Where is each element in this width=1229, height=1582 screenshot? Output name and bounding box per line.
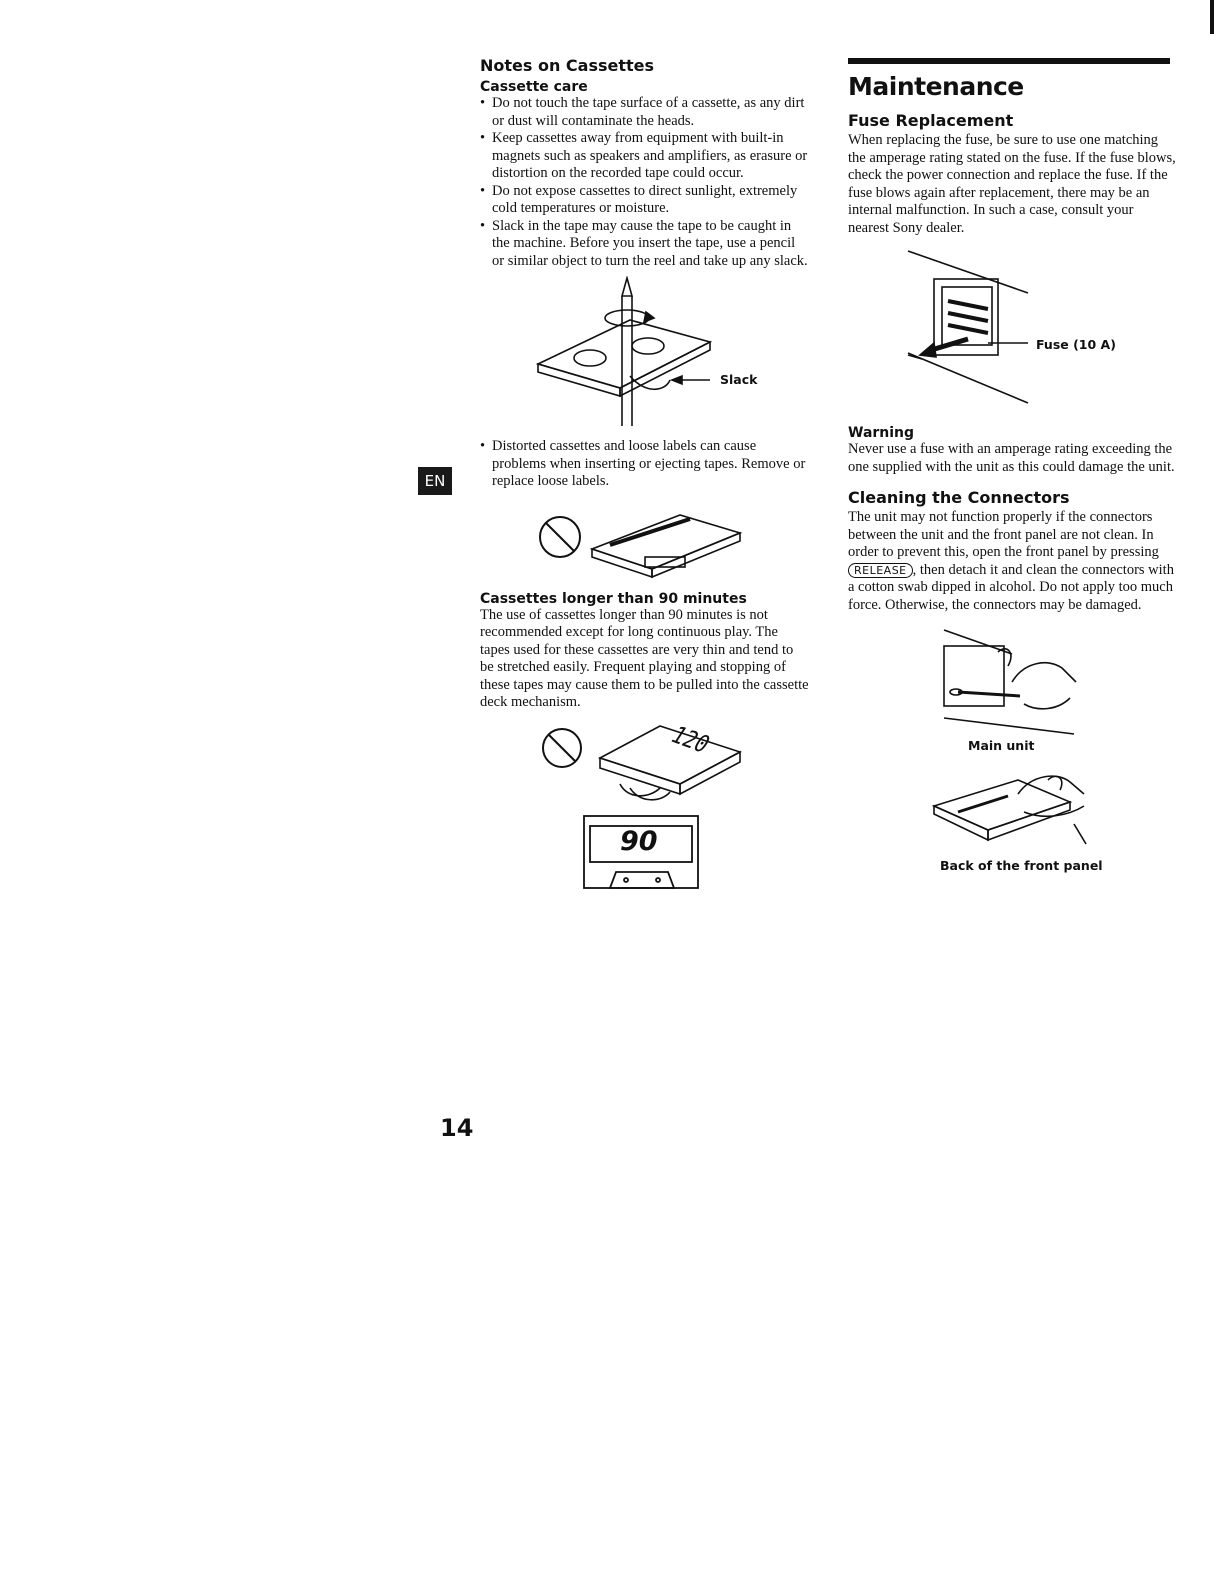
fuse-drawing (907, 250, 1029, 404)
cassette-care-list: Do not touch the tape surface of a casse… (480, 95, 810, 270)
page-number: 14 (440, 1114, 474, 1142)
prohibited-120-cassette (542, 724, 743, 801)
distorted-list: Distorted cassettes and loose labels can… (480, 438, 810, 491)
fuse-text: When replacing the fuse, be sure to use … (848, 132, 1176, 236)
warning-heading: Warning (848, 425, 915, 441)
distorted-bullet: Distorted cassettes and loose labels can… (480, 438, 810, 491)
prohibited-icon (539, 515, 581, 558)
cleaning-text: The unit may not function properly if th… (848, 509, 1178, 614)
tape-90-label: 90 (620, 825, 658, 857)
long-tape-illustration: 120 (480, 718, 810, 806)
front-panel-drawing (931, 775, 1087, 845)
care-bullet-2: Keep cassettes away from equipment with … (480, 130, 810, 183)
fuse-illustration: Fuse (10 A) (848, 243, 1178, 413)
long-cassettes-text: The use of cassettes longer than 90 minu… (480, 606, 809, 711)
front-panel-label: Back of the front panel (940, 858, 1103, 873)
prohibited-distorted-cassette (539, 513, 743, 578)
release-button: RELEASE (848, 562, 913, 578)
slack-label: Slack (720, 372, 758, 387)
front-panel-illustration: Back of the front panel (848, 764, 1178, 884)
cleaning-heading: Cleaning the Connectors (848, 488, 1070, 507)
tape-90-illustration: 90 (480, 812, 810, 892)
fuse-label: Fuse (10 A) (1036, 337, 1116, 352)
notes-on-cassettes-section: Notes on Cassettes Cassette care Do not … (480, 56, 810, 892)
slack-illustration: Slack (480, 276, 810, 426)
section-rule (848, 58, 1170, 64)
warning-text: Never use a fuse with an amperage rating… (848, 441, 1175, 475)
care-bullet-4: Slack in the tape may cause the tape to … (480, 218, 810, 271)
distorted-cassette-illustration (480, 497, 810, 589)
maintenance-title: Maintenance (848, 72, 1024, 101)
main-unit-drawing (943, 629, 1077, 735)
cleaning-text-part-1: The unit may not function properly if th… (848, 509, 1159, 560)
maintenance-section: Maintenance Fuse Replacement When replac… (848, 56, 1178, 884)
pencil-cassette-drawing (535, 276, 713, 426)
fuse-heading: Fuse Replacement (848, 111, 1014, 130)
notes-title: Notes on Cassettes (480, 56, 655, 75)
long-cassettes-heading: Cassettes longer than 90 minutes (480, 590, 747, 607)
cassette-90-drawing (583, 814, 699, 889)
main-unit-label: Main unit (968, 738, 1035, 753)
main-unit-illustration: Main unit (848, 622, 1178, 762)
cassette-care-heading: Cassette care (480, 79, 588, 95)
language-badge: EN (418, 467, 452, 495)
care-bullet-1: Do not touch the tape surface of a casse… (480, 95, 810, 130)
care-bullet-3: Do not expose cassettes to direct sunlig… (480, 183, 810, 218)
cleaning-text-part-2: , then detach it and clean the connector… (848, 561, 1174, 613)
corner-registration-mark (1210, 0, 1214, 34)
